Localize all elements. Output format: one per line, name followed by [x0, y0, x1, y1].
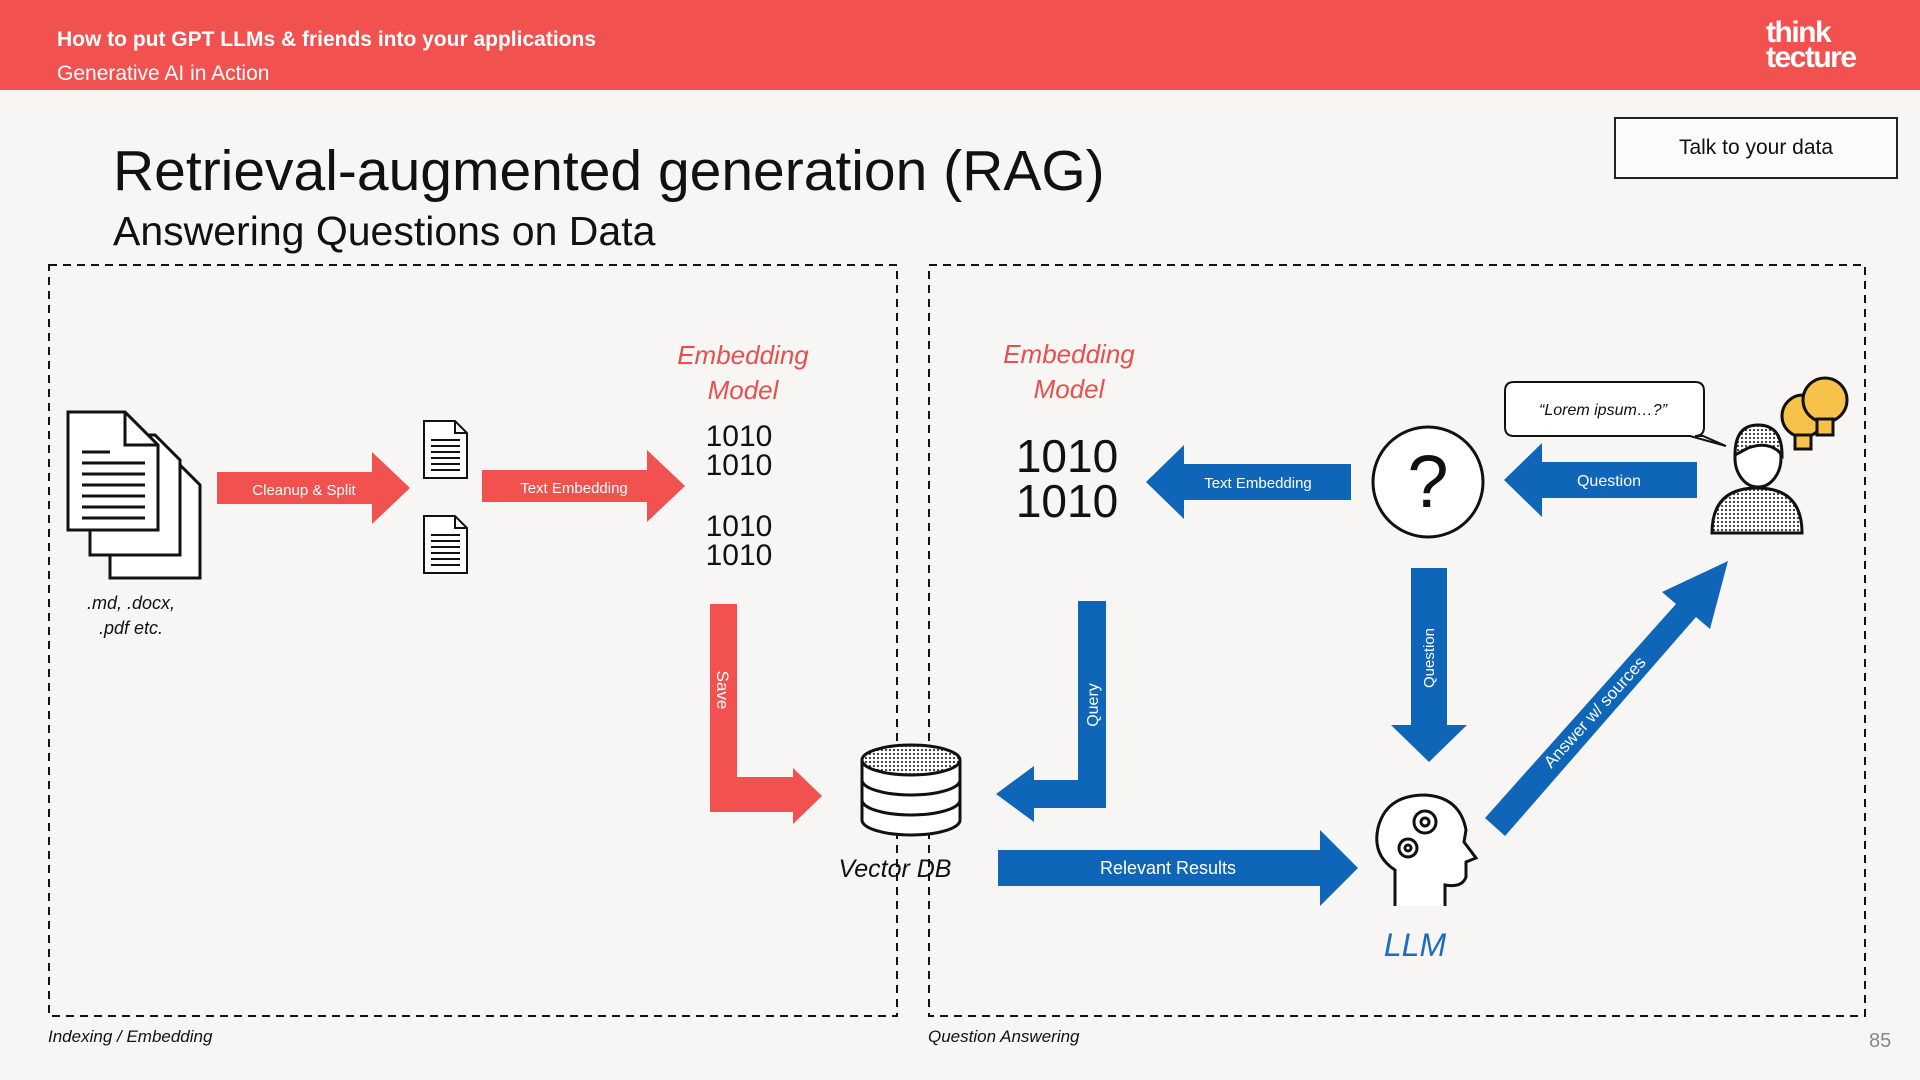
llm-label: LLM	[1384, 927, 1447, 963]
save-label: Save	[713, 671, 732, 710]
documents-stack-icon	[66, 410, 202, 580]
binary-left-3: 1010	[706, 510, 773, 543]
binary-right-2: 1010	[1016, 475, 1118, 527]
question-answering-panel-label: Question Answering	[928, 1027, 1080, 1046]
speech-bubble-text: “Lorem ipsum…?”	[1539, 402, 1668, 419]
question-label-horizontal: Question	[1577, 473, 1641, 490]
binary-left-1: 1010	[706, 420, 773, 453]
presentation-title: How to put GPT LLMs & friends into your …	[57, 28, 596, 51]
answer-arrow	[1485, 561, 1728, 836]
slide-subtitle: Answering Questions on Data	[113, 208, 656, 254]
page-number: 85	[1869, 1030, 1892, 1052]
indexing-panel	[48, 264, 898, 1017]
text-embedding-arrow-left	[482, 450, 685, 522]
question-circle-icon	[1371, 425, 1485, 539]
question-arrow-horizontal	[1504, 443, 1697, 517]
embedding-model-right-line2: Model	[1034, 374, 1106, 404]
docs-label-line1: .md, .docx,	[87, 593, 175, 613]
query-arrow	[996, 601, 1106, 822]
docs-label-line2: .pdf etc.	[99, 618, 163, 638]
question-mark: ?	[1407, 440, 1448, 523]
document-icon	[423, 515, 468, 574]
relevant-results-label: Relevant Results	[1100, 858, 1236, 878]
lightbulbs-icon	[1780, 376, 1849, 451]
relevant-results-arrow	[998, 830, 1358, 906]
presentation-subtitle: Generative AI in Action	[57, 62, 270, 85]
thinktecture-logo: think tecture	[1766, 16, 1857, 74]
embedding-model-right-line1: Embedding	[1003, 339, 1135, 369]
database-icon	[860, 743, 962, 837]
embedding-model-left-line1: Embedding	[677, 340, 809, 370]
cleanup-split-label: Cleanup & Split	[252, 482, 356, 499]
document-icon	[423, 420, 468, 479]
query-label: Query	[1085, 683, 1102, 727]
binary-right-1: 1010	[1016, 430, 1118, 482]
question-arrow-vertical	[1391, 568, 1467, 762]
talk-to-your-data-button[interactable]: Talk to your data	[1614, 117, 1898, 179]
binary-left-2: 1010	[706, 449, 773, 482]
slide-title: Retrieval-augmented generation (RAG)	[113, 139, 1105, 203]
answer-label: Answer w/ sources	[1540, 653, 1650, 772]
question-label-vertical: Question	[1421, 628, 1438, 688]
question-answering-panel	[928, 264, 1866, 1017]
speech-bubble	[1504, 381, 1727, 447]
cleanup-split-arrow	[217, 452, 410, 524]
embedding-model-left-line2: Model	[708, 375, 780, 405]
binary-left-4: 1010	[706, 539, 773, 572]
brain-gears-head-icon	[1375, 793, 1479, 906]
indexing-panel-label: Indexing / Embedding	[48, 1027, 213, 1046]
save-arrow	[710, 604, 822, 824]
text-embedding-label-left: Text Embedding	[520, 480, 628, 497]
vector-db-label: Vector DB	[838, 855, 951, 883]
text-embedding-label-right: Text Embedding	[1204, 475, 1312, 492]
person-icon	[1710, 423, 1804, 535]
text-embedding-arrow-right	[1146, 445, 1351, 519]
header-bar: How to put GPT LLMs & friends into your …	[0, 0, 1920, 90]
